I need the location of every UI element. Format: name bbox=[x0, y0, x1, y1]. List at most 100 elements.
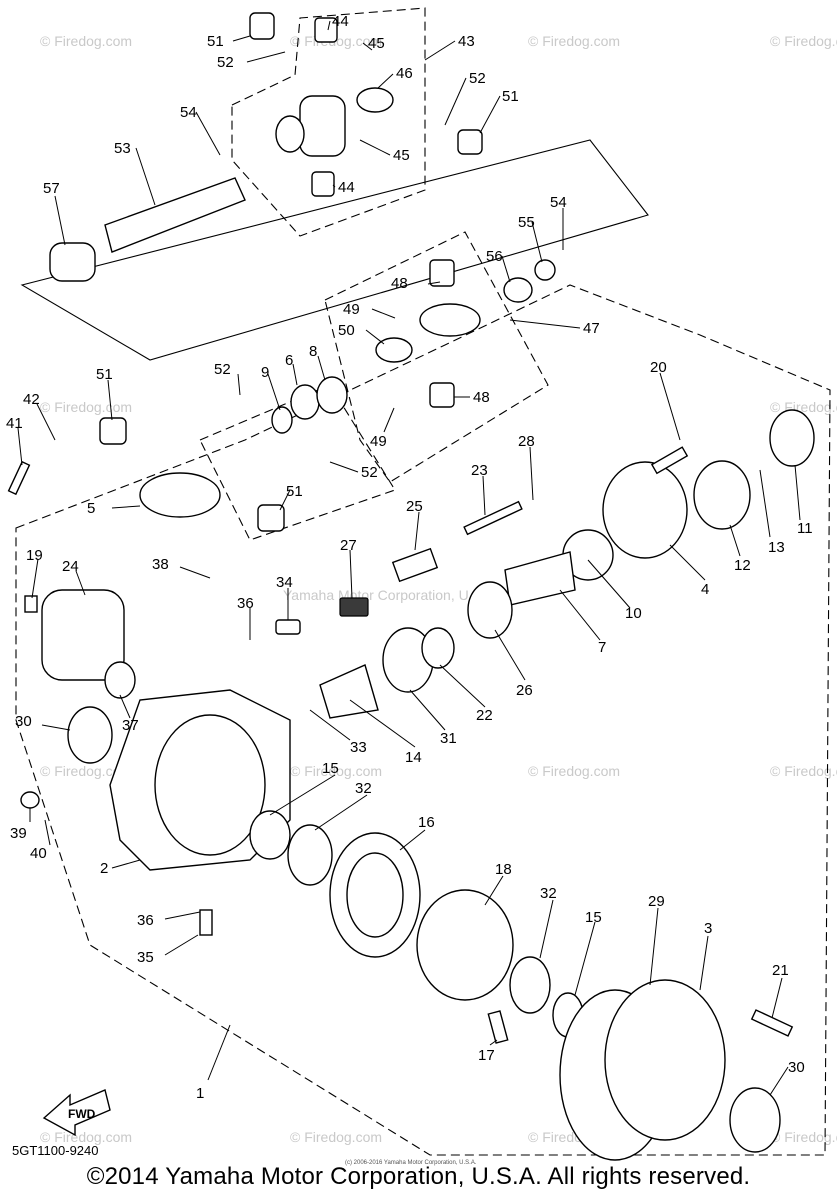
callout-13: 13 bbox=[768, 539, 785, 556]
callout-46: 46 bbox=[396, 65, 413, 82]
bolt-icon bbox=[750, 1009, 794, 1037]
callout-52: 52 bbox=[214, 361, 231, 378]
bearing-icon bbox=[509, 956, 551, 1014]
callout-12: 12 bbox=[734, 557, 751, 574]
callout-17: 17 bbox=[478, 1047, 495, 1064]
watermark: © Firedog.com bbox=[290, 1129, 382, 1145]
callout-22: 22 bbox=[476, 707, 493, 724]
copyright-notice: ©2014 Yamaha Motor Corporation, U.S.A. A… bbox=[86, 1163, 751, 1190]
callout-48: 48 bbox=[391, 275, 408, 292]
seal-icon bbox=[290, 384, 320, 420]
leader-lines bbox=[17, 20, 801, 1096]
callout-39: 39 bbox=[10, 825, 27, 842]
callout-18: 18 bbox=[495, 861, 512, 878]
bearing-icon bbox=[316, 376, 348, 414]
callout-57: 57 bbox=[43, 180, 60, 197]
callout-6: 6 bbox=[285, 352, 293, 369]
callout-49: 49 bbox=[370, 433, 387, 450]
circlip-icon bbox=[421, 627, 455, 669]
callout-50: 50 bbox=[338, 322, 355, 339]
bearing-icon bbox=[693, 460, 751, 530]
yoke-icon bbox=[299, 95, 346, 157]
diagram-code: 5GT1100-9240 bbox=[12, 1143, 99, 1158]
callout-54: 54 bbox=[550, 194, 567, 211]
pin-icon bbox=[7, 460, 31, 496]
callout-41: 41 bbox=[6, 415, 23, 432]
callout-49: 49 bbox=[343, 301, 360, 318]
callout-23: 23 bbox=[471, 462, 488, 479]
callout-3: 3 bbox=[704, 920, 712, 937]
callout-53: 53 bbox=[114, 140, 131, 157]
callout-29: 29 bbox=[648, 893, 665, 910]
watermarks: © Firedog.com © Firedog.com © Firedog.co… bbox=[40, 33, 837, 1145]
bearing-cup-icon bbox=[314, 17, 338, 43]
callout-20: 20 bbox=[650, 359, 667, 376]
fwd-arrow-icon bbox=[42, 1089, 111, 1137]
drive-shaft-icon bbox=[104, 177, 246, 253]
callout-37: 37 bbox=[122, 717, 139, 734]
callout-44: 44 bbox=[332, 13, 349, 30]
bearing-cup-icon bbox=[429, 259, 455, 287]
watermark: © Firedog.com bbox=[770, 1129, 837, 1145]
o-ring-icon bbox=[249, 810, 291, 860]
callout-32: 32 bbox=[540, 885, 557, 902]
callout-36: 36 bbox=[237, 595, 254, 612]
callout-30: 30 bbox=[15, 713, 32, 730]
callout-52: 52 bbox=[217, 54, 234, 71]
plug-icon bbox=[20, 791, 40, 809]
callout-52: 52 bbox=[361, 464, 378, 481]
callout-54: 54 bbox=[180, 104, 197, 121]
callout-15: 15 bbox=[585, 909, 602, 926]
watermark: © Firedog.com bbox=[40, 33, 132, 49]
callout-44: 44 bbox=[338, 179, 355, 196]
ring-gear-bore-icon bbox=[346, 852, 404, 938]
callout-51: 51 bbox=[96, 366, 113, 383]
bushing-icon bbox=[249, 12, 275, 40]
boot-icon bbox=[49, 242, 96, 282]
callout-1: 1 bbox=[196, 1085, 204, 1102]
watermark: © Firedog.com bbox=[528, 33, 620, 49]
group-outlines bbox=[15, 7, 831, 1156]
bearing-icon bbox=[287, 824, 333, 886]
watermark: © Firedog.com bbox=[290, 763, 382, 779]
callout-14: 14 bbox=[405, 749, 422, 766]
yoke-icon bbox=[419, 303, 481, 337]
watermark: © Firedog.com bbox=[40, 1129, 132, 1145]
housing-bore-icon bbox=[154, 714, 266, 856]
callout-51: 51 bbox=[286, 483, 303, 500]
callout-45: 45 bbox=[393, 147, 410, 164]
sensor-icon bbox=[275, 619, 301, 635]
seal-icon bbox=[729, 1087, 781, 1153]
bearing-cup-icon bbox=[429, 382, 455, 408]
bolt-icon bbox=[650, 446, 689, 475]
spring-icon bbox=[503, 277, 533, 303]
plug-icon bbox=[199, 909, 213, 936]
callout-30: 30 bbox=[788, 1059, 805, 1076]
callout-32: 32 bbox=[355, 780, 372, 797]
callout-7: 7 bbox=[598, 639, 606, 656]
callout-25: 25 bbox=[406, 498, 423, 515]
washer-icon bbox=[534, 259, 556, 281]
housing-cover-icon bbox=[602, 461, 688, 559]
callout-4: 4 bbox=[701, 581, 709, 598]
pinion-gear-icon bbox=[319, 664, 379, 719]
small-note: (c) 2006-2016 Yamaha Motor Corporation, … bbox=[345, 1160, 477, 1166]
yoke-icon bbox=[139, 472, 221, 518]
bolt-icon bbox=[24, 595, 38, 613]
callout-47: 47 bbox=[583, 320, 600, 337]
shift-fork-icon bbox=[391, 547, 439, 583]
callout-43: 43 bbox=[458, 33, 475, 50]
callout-48: 48 bbox=[473, 389, 490, 406]
fwd-label: FWD bbox=[68, 1107, 96, 1121]
watermark: © Firedog.com bbox=[770, 399, 837, 415]
callout-21: 21 bbox=[772, 962, 789, 979]
callout-9: 9 bbox=[261, 364, 269, 381]
bolt-icon bbox=[487, 1010, 509, 1044]
seal-icon bbox=[67, 706, 113, 764]
shaft-icon bbox=[463, 500, 523, 536]
center-watermark: Yamaha Motor Corporation, U.S.A. bbox=[283, 587, 499, 603]
callout-52: 52 bbox=[469, 70, 486, 87]
callout-27: 27 bbox=[340, 537, 357, 554]
callout-35: 35 bbox=[137, 949, 154, 966]
callout-19: 19 bbox=[26, 547, 43, 564]
